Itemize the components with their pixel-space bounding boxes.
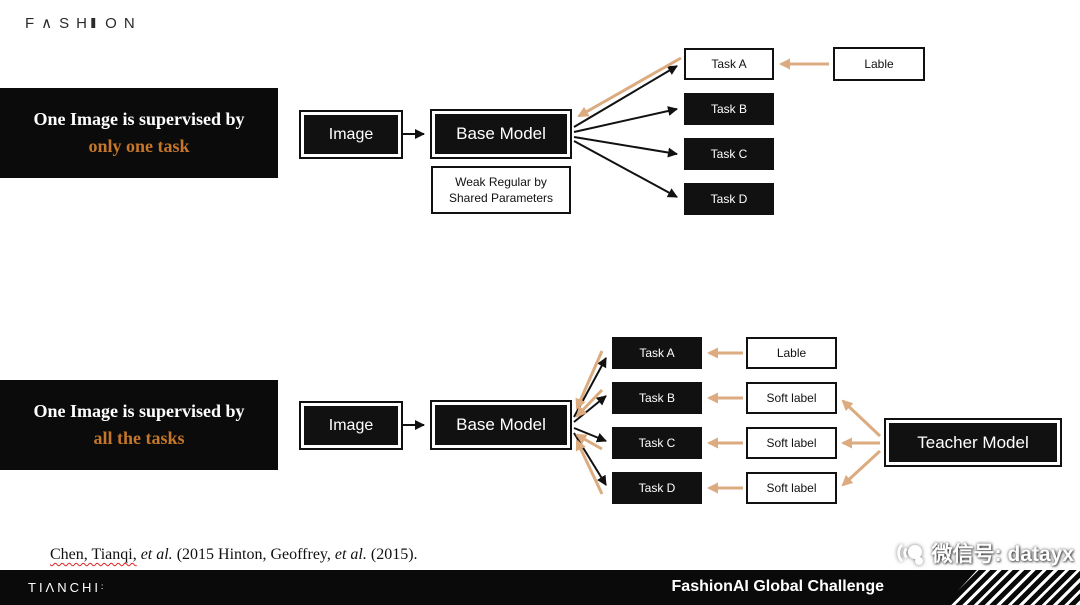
- node-taskD-top: Task D: [684, 183, 774, 215]
- node-soft-label-2-text: Soft label: [766, 436, 817, 450]
- node-taskA-top-label: Task A: [711, 57, 747, 71]
- node-taskB-top-label: Task B: [710, 102, 747, 116]
- arrow-teacher-to-softlabel1: [841, 399, 882, 438]
- diagonal-stripes-decoration: [945, 570, 1080, 605]
- node-taskA-bottom: Task A: [612, 337, 702, 369]
- arrow-basemodel-to-taskA-top: [573, 65, 678, 128]
- node-soft-label-3-text: Soft label: [766, 481, 817, 495]
- arrow-basemodel-to-taskD-bottom: [573, 432, 607, 486]
- citation-etal1: et al.: [136, 546, 177, 563]
- node-soft-label-1: Soft label: [746, 382, 837, 414]
- caption-only-one-task: One Image is supervised by only one task: [0, 88, 278, 178]
- node-image-bottom-label: Image: [328, 416, 374, 434]
- node-image-top: Image: [299, 110, 403, 159]
- citation-author1: Chen, Tianqi,: [50, 546, 137, 563]
- tianchi-logo-mark: ∶: [101, 582, 104, 592]
- footer-title: FashionAI Global Challenge: [671, 578, 884, 595]
- caption-all-the-tasks: One Image is supervised by all the tasks: [0, 380, 278, 470]
- arrow-basemodel-to-taskD-top: [573, 140, 678, 198]
- node-taskB-top: Task B: [684, 93, 774, 125]
- node-base-model-top: Base Model: [430, 109, 572, 159]
- citation-etal2: et al.: [330, 546, 371, 563]
- node-teacher-model: Teacher Model: [884, 418, 1062, 467]
- arrow-basemodel-to-taskC-top: [573, 136, 678, 158]
- node-soft-label-3: Soft label: [746, 472, 837, 504]
- caption-top-line1: One Image is supervised by: [33, 109, 245, 129]
- node-taskB-bottom: Task B: [612, 382, 702, 414]
- node-teacher-model-label: Teacher Model: [917, 432, 1029, 452]
- arrow-basemodel-to-taskB-bottom: [573, 395, 607, 423]
- node-image-top-label: Image: [328, 125, 374, 143]
- arrow-taskB-back-to-basemodel-bottom: [575, 388, 604, 418]
- node-taskA-top: Task A: [684, 48, 774, 80]
- brand-logo-prefix: F∧SH: [25, 15, 94, 32]
- node-taskB-bottom-label: Task B: [638, 391, 675, 405]
- node-weak-regular: Weak Regular by Shared Parameters: [431, 166, 571, 214]
- arrow-taskD-back-to-basemodel-bottom: [575, 439, 604, 495]
- node-taskA-bottom-label: Task A: [639, 346, 675, 360]
- node-taskC-bottom: Task C: [612, 427, 702, 459]
- node-taskC-top: Task C: [684, 138, 774, 170]
- node-label-bottom: Lable: [746, 337, 837, 369]
- arrow-taskA-back-to-basemodel-top: [577, 56, 682, 118]
- node-base-model-top-label: Base Model: [456, 124, 546, 143]
- caption-bottom-line1: One Image is supervised by: [33, 401, 245, 421]
- watermark: 微信号: datayx: [892, 536, 1074, 570]
- citation-year2: (2015).: [370, 546, 418, 563]
- node-label-bottom-text: Lable: [776, 346, 807, 360]
- arrow-taskC-back-to-basemodel-bottom: [575, 433, 603, 451]
- node-soft-label-2: Soft label: [746, 427, 837, 459]
- arrow-basemodel-to-taskB-top: [573, 106, 678, 133]
- caption-bottom-line2: all the tasks: [93, 428, 185, 448]
- brand-logo-suffix: ON: [105, 15, 142, 32]
- node-taskC-bottom-label: Task C: [638, 436, 676, 450]
- caption-top-line2: only one task: [88, 136, 190, 156]
- arrow-basemodel-to-taskA-bottom: [573, 357, 607, 418]
- weak-regular-line2: Shared Parameters: [448, 191, 554, 205]
- node-taskD-bottom: Task D: [612, 472, 702, 504]
- citation-year1: (2015 Hinton, Geoffrey,: [176, 546, 331, 563]
- node-taskD-bottom-label: Task D: [638, 481, 676, 495]
- node-soft-label-1-text: Soft label: [766, 391, 817, 405]
- node-label-top: Lable: [833, 47, 925, 81]
- tianchi-logo: TIΛNCHI∶: [28, 580, 103, 595]
- citation-text: Chen, Tianqi, et al. (2015 Hinton, Geoff…: [50, 546, 418, 564]
- node-label-top-text: Lable: [864, 57, 894, 71]
- arrow-taskA-back-to-basemodel-bottom: [575, 350, 604, 410]
- announcer-icon: [896, 544, 923, 565]
- node-taskD-top-label: Task D: [710, 192, 748, 206]
- brand-logo: F∧SHION: [25, 14, 142, 32]
- tianchi-logo-text: TIΛNCHI: [28, 580, 102, 595]
- node-image-bottom: Image: [299, 401, 403, 450]
- node-taskC-top-label: Task C: [710, 147, 748, 161]
- weak-regular-line1: Weak Regular by: [455, 175, 547, 189]
- footer-bar: TIΛNCHI∶ FashionAI Global Challenge: [0, 570, 1080, 605]
- watermark-text: 微信号: datayx: [931, 543, 1074, 566]
- node-base-model-bottom-label: Base Model: [456, 415, 546, 434]
- arrow-basemodel-to-taskC-bottom: [573, 427, 607, 443]
- arrow-teacher-to-softlabel3: [841, 449, 882, 487]
- node-base-model-bottom: Base Model: [430, 400, 572, 450]
- brand-logo-bar: I: [89, 15, 110, 32]
